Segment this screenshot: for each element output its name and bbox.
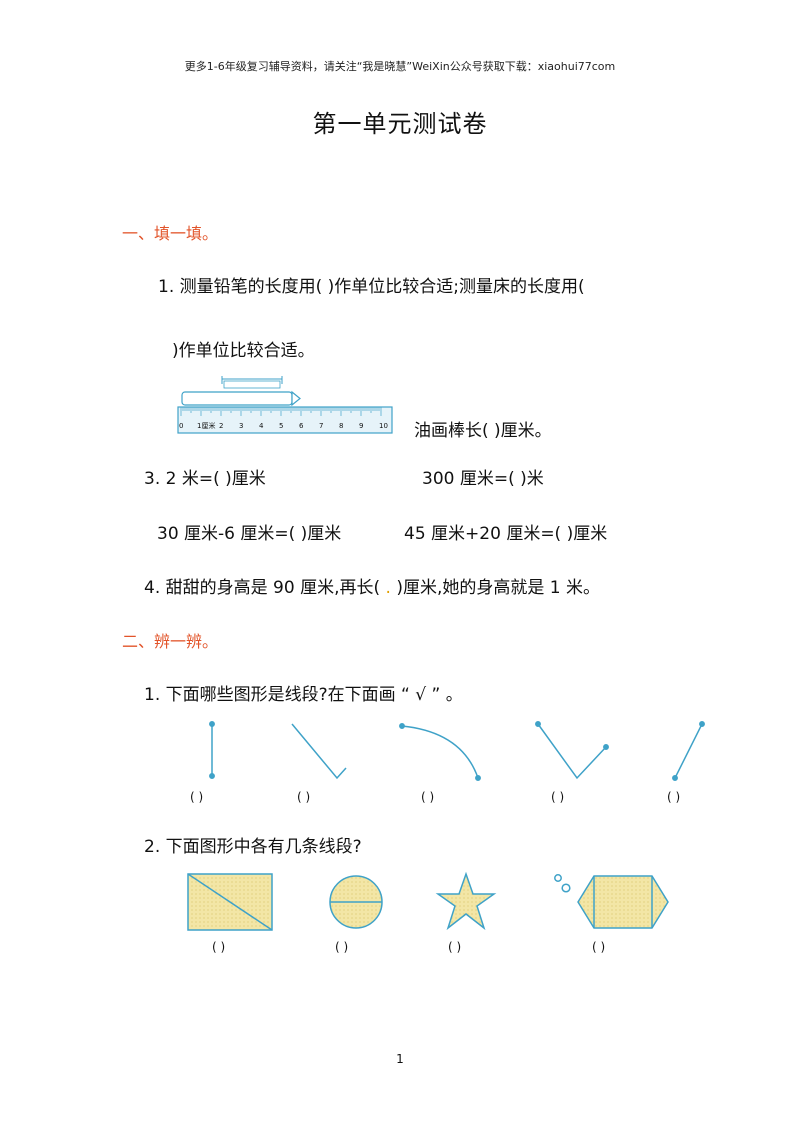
section2-heading: 二、辨一辨。: [122, 632, 219, 651]
q1-line1: 1. 测量铅笔的长度用( )作单位比较合适;测量床的长度用(: [158, 277, 585, 297]
answer-blank-3[interactable]: ( ): [421, 790, 435, 804]
figure-slanted-segment: [672, 721, 705, 781]
ruler-label: 1厘米: [197, 421, 215, 430]
answer-blank-4[interactable]: ( ): [551, 790, 565, 804]
ruler-label: 10: [379, 422, 388, 430]
answer-blank-2[interactable]: ( ): [297, 790, 311, 804]
fish-hexagon-shape: [554, 874, 669, 929]
ruler-label: 7: [319, 422, 323, 430]
figure-angle: [535, 721, 609, 780]
page-title: 第一单元测试卷: [312, 110, 488, 138]
q3-c: 30 厘米-6 厘米=( )厘米: [157, 524, 342, 544]
section1-heading: 一、填一填。: [122, 224, 219, 243]
shape-answer-blank-2[interactable]: ( ): [335, 940, 349, 954]
circle-with-line-shape: [329, 875, 383, 929]
segment-figures-row: [209, 721, 705, 781]
q2-text: 油画棒长( )厘米。: [414, 421, 552, 441]
figure-vertical-segment: [209, 721, 215, 779]
ruler-label: 4: [259, 422, 264, 430]
ruler-label: 8: [339, 422, 343, 430]
figure-arc: [399, 723, 481, 781]
s2-q2: 2. 下面图形中各有几条线段?: [144, 837, 362, 857]
figure-bent-line: [291, 723, 347, 780]
star-shape: [435, 871, 497, 931]
ruler-with-crayon-figure: 0 1厘米 2 3 4 5 6 7 8 9 10: [177, 376, 393, 434]
ruler-label: 5: [279, 422, 283, 430]
ruler-body: [177, 406, 393, 434]
ruler-label: 9: [359, 422, 363, 430]
crayon-icon: [181, 376, 301, 407]
ruler-label: 3: [239, 422, 243, 430]
answer-blank-5[interactable]: ( ): [667, 790, 681, 804]
q4-after: )厘米,她的身高就是 1 米。: [390, 578, 600, 598]
ruler-label: 6: [299, 422, 304, 430]
shape-answer-blank-4[interactable]: ( ): [592, 940, 606, 954]
answer-blank-1[interactable]: ( ): [190, 790, 204, 804]
q3-d: 45 厘米+20 厘米=( )厘米: [404, 524, 608, 544]
s2-q1: 1. 下面哪些图形是线段?在下面画 “ √ ” 。: [144, 685, 463, 705]
q4-text: 4. 甜甜的身高是 90 厘米,再长( . )厘米,她的身高就是 1 米。: [144, 573, 600, 598]
q3-a: 3. 2 米=( )厘米: [144, 469, 266, 489]
ruler-label: 2: [219, 422, 223, 430]
page-number: 1: [396, 1052, 404, 1066]
rectangle-with-diagonal-shape: [187, 873, 273, 931]
shapes-row: [187, 871, 669, 931]
ruler-label: 0: [179, 422, 183, 430]
q4-before: 4. 甜甜的身高是 90 厘米,再长(: [144, 578, 386, 598]
shape-answer-blank-1[interactable]: ( ): [212, 940, 226, 954]
shape-answer-blank-3[interactable]: ( ): [448, 940, 462, 954]
q1-line2: )作单位比较合适。: [172, 341, 315, 361]
q3-b: 300 厘米=( )米: [422, 469, 544, 489]
header-note: 更多1-6年级复习辅导资料，请关注“我是晓慧”WeiXin公众号获取下载：xia…: [184, 60, 616, 73]
q4-dot: .: [385, 578, 391, 598]
